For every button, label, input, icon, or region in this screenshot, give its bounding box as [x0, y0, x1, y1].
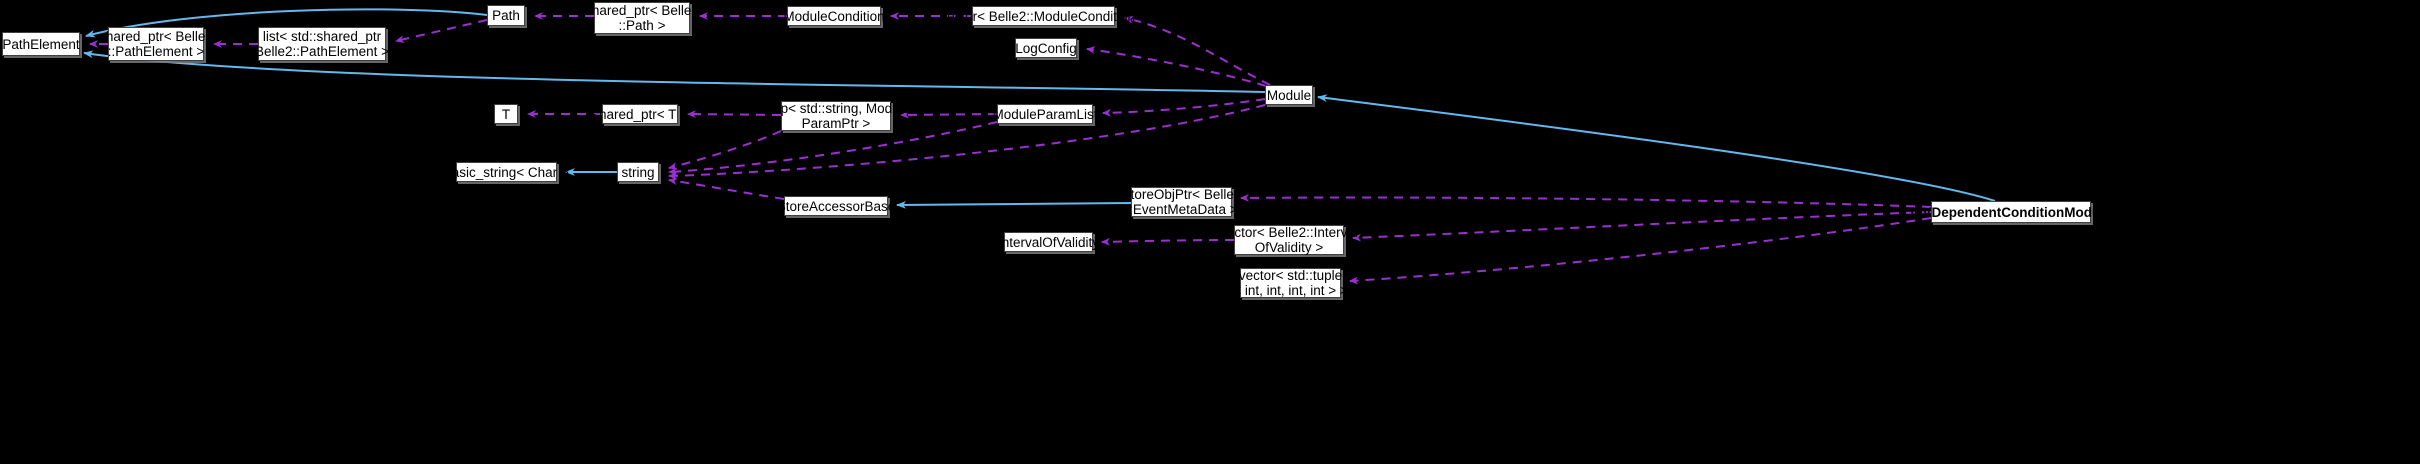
class-node-vector-module-condition[interactable]: vector< Belle2::ModuleCondition > [940, 6, 1147, 26]
class-node-list-shared-ptr[interactable]: list< std::shared_ptr < Belle2::PathElem… [243, 27, 401, 61]
class-node-shared-ptr-path-element[interactable]: shared_ptr< Belle2 ::PathElement > [99, 27, 213, 61]
class-node-store-accessor-base[interactable]: StoreAccessorBase [777, 196, 895, 216]
class-node-path[interactable]: Path [487, 5, 525, 26]
class-node-module[interactable]: Module [1265, 85, 1313, 105]
class-node-module-condition[interactable]: ModuleCondition [783, 6, 885, 26]
class-node-vector-tuple-int[interactable]: vector< std::tuple < int, int, int, int … [1233, 268, 1348, 298]
class-node-map-string-module-param[interactable]: map< std::string, Module ParamPtr > [761, 101, 911, 131]
class-node-t[interactable]: T [494, 104, 518, 124]
class-node-log-config[interactable]: LogConfig [1015, 38, 1077, 58]
class-node-shared-ptr-path[interactable]: shared_ptr< Belle2 ::Path > [585, 2, 699, 34]
class-node-string[interactable]: string [617, 162, 659, 182]
class-node-module-param-list[interactable]: ModuleParamList [992, 104, 1098, 124]
class-node-vector-interval-of-validity[interactable]: vector< Belle2::Interval OfValidity > [1220, 225, 1358, 255]
class-node-iov-dependent-condition-module[interactable]: IoVDependentConditionModule [1911, 201, 2112, 223]
class-node-basic-string-char[interactable]: basic_string< Char > [444, 162, 569, 182]
class-node-store-obj-ptr-event-meta[interactable]: StoreObjPtr< Belle2 ::EventMetaData > [1121, 187, 1242, 217]
class-node-shared-ptr-t[interactable]: shared_ptr< T > [592, 104, 688, 124]
class-node-interval-of-validity[interactable]: IntervalOfValidity [998, 232, 1099, 252]
class-node-path-element[interactable]: PathElement [2, 32, 80, 56]
